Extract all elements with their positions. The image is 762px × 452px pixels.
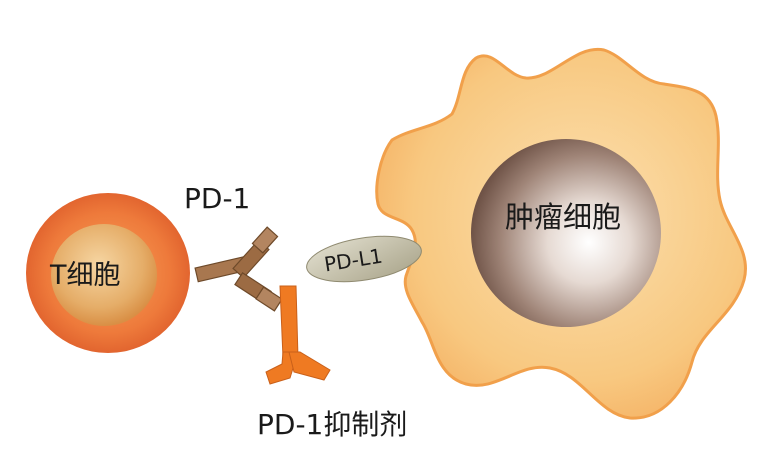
- pd1-arm-lower-tip: [255, 286, 283, 312]
- tumor-cell: [375, 47, 747, 420]
- inhibitor-label: PD-1抑制剂: [257, 408, 408, 441]
- pdl1-ligand: [306, 235, 422, 283]
- t-cell-label: T细胞: [50, 260, 121, 291]
- t-cell: [26, 193, 190, 353]
- pd1-inhibitor: [265, 285, 331, 385]
- pd1-label: PD-1: [184, 182, 251, 215]
- inhibitor-stem: [279, 285, 299, 359]
- pd1-receptor: [194, 226, 283, 312]
- inhibitor-arm-right: [288, 351, 331, 381]
- pd1-arm-upper-tip: [251, 226, 279, 254]
- tumor-cell-nucleus: [471, 139, 661, 327]
- tumor-cell-label: 肿瘤细胞: [505, 200, 622, 234]
- t-cell-nucleus: [51, 224, 157, 326]
